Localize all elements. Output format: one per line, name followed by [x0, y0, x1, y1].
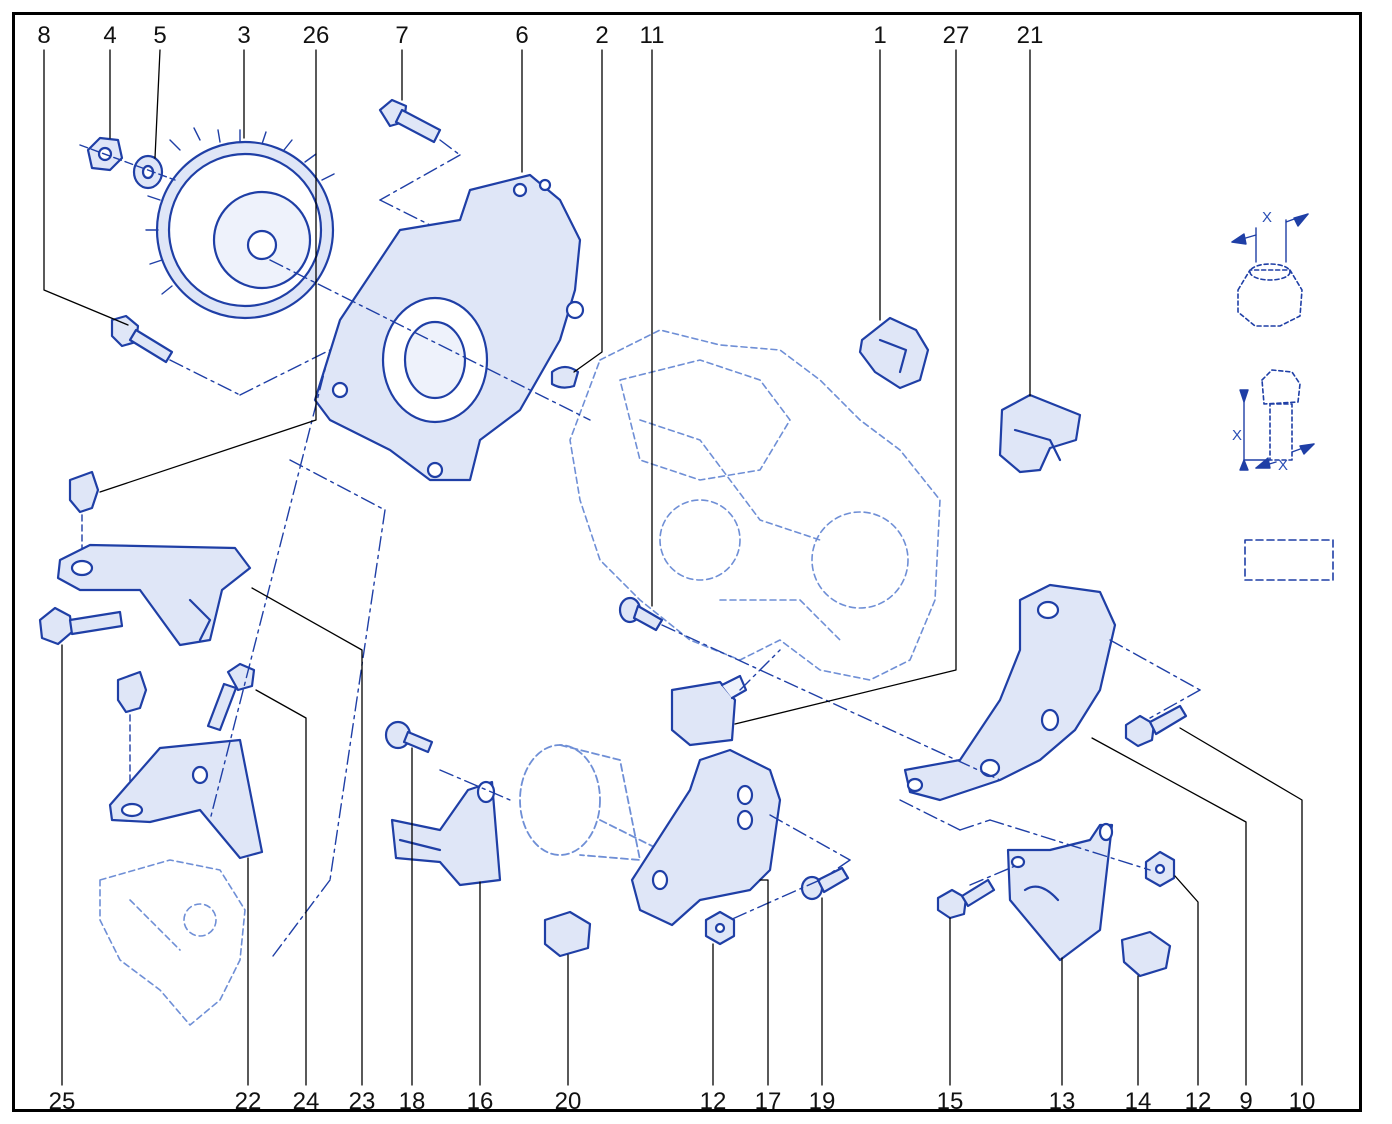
callout-label: 21 — [1016, 22, 1044, 49]
bolt-11 — [618, 596, 664, 632]
legend-nut-symbol — [1237, 263, 1303, 327]
callout-label: 13 — [1048, 1088, 1076, 1115]
bolt-7 — [378, 98, 442, 144]
bolt-18 — [384, 720, 434, 754]
callout-label: 4 — [103, 22, 117, 49]
clip-21 — [998, 393, 1082, 474]
nut-12-left — [704, 910, 736, 946]
callout-label: 17 — [754, 1088, 782, 1115]
callout-label: 1 — [873, 22, 887, 49]
callout-label: 22 — [234, 1088, 262, 1115]
legend-dashed-box — [1244, 539, 1334, 581]
woodruff-key — [550, 365, 580, 389]
hose-clip-22 — [116, 670, 148, 714]
nut-20 — [543, 910, 592, 958]
bolt-8 — [110, 314, 174, 364]
legend-bolt-symbol — [1261, 369, 1301, 461]
bolt-10 — [1124, 704, 1188, 748]
callout-label: 24 — [292, 1088, 320, 1115]
callout-label: 11 — [639, 22, 665, 49]
legend-nut-dimension — [1231, 213, 1309, 263]
dimension-label-nut: X — [1262, 209, 1273, 226]
callout-label: 7 — [395, 22, 409, 49]
callout-label: 3 — [237, 22, 251, 49]
bracket-17 — [630, 748, 782, 927]
callout-label: 20 — [554, 1088, 582, 1115]
nut-12-right — [1144, 850, 1176, 888]
bolt-15 — [936, 878, 996, 920]
callout-label: 16 — [466, 1088, 494, 1115]
callout-label: 12 — [1184, 1088, 1212, 1115]
ghost-bracket-outline — [99, 859, 246, 1026]
mounting-arm-9 — [903, 583, 1117, 802]
callout-label: 27 — [942, 22, 970, 49]
callout-label: 5 — [153, 22, 167, 49]
dimension-label-bolt-diameter: X — [1278, 457, 1289, 474]
callout-label: 18 — [398, 1088, 426, 1115]
bracket-22 — [108, 738, 264, 860]
callout-label: 2 — [595, 22, 609, 49]
callout-label: 23 — [348, 1088, 376, 1115]
callout-label: 12 — [699, 1088, 727, 1115]
callout-label: 14 — [1124, 1088, 1152, 1115]
callout-label: 9 — [1239, 1088, 1253, 1115]
callout-label: 26 — [302, 22, 330, 49]
hose-clip-26 — [68, 470, 100, 514]
bracket-23 — [56, 543, 252, 647]
bolt-25 — [38, 606, 124, 646]
diagram-frame — [12, 12, 1362, 1112]
engine-support-bracket — [313, 173, 585, 482]
callout-label: 15 — [936, 1088, 964, 1115]
bracket-13 — [1006, 822, 1114, 962]
bracket-16 — [390, 780, 502, 887]
callout-label: 6 — [515, 22, 529, 49]
engine-block-outline — [569, 329, 941, 681]
sensor-connector — [670, 674, 748, 747]
callout-label: 25 — [48, 1088, 76, 1115]
legend-bolt-dimension — [1239, 389, 1315, 471]
nut-14 — [1120, 930, 1172, 978]
timing-pulley — [145, 127, 335, 320]
callout-label: 19 — [808, 1088, 836, 1115]
clip-1 — [858, 316, 930, 390]
callout-label: 8 — [37, 22, 51, 49]
ghost-pipe-outline — [519, 744, 661, 861]
washer — [132, 154, 164, 190]
bolt-19 — [800, 866, 850, 901]
dimension-label-bolt-length: X — [1232, 427, 1243, 444]
callout-label: 10 — [1288, 1088, 1316, 1115]
